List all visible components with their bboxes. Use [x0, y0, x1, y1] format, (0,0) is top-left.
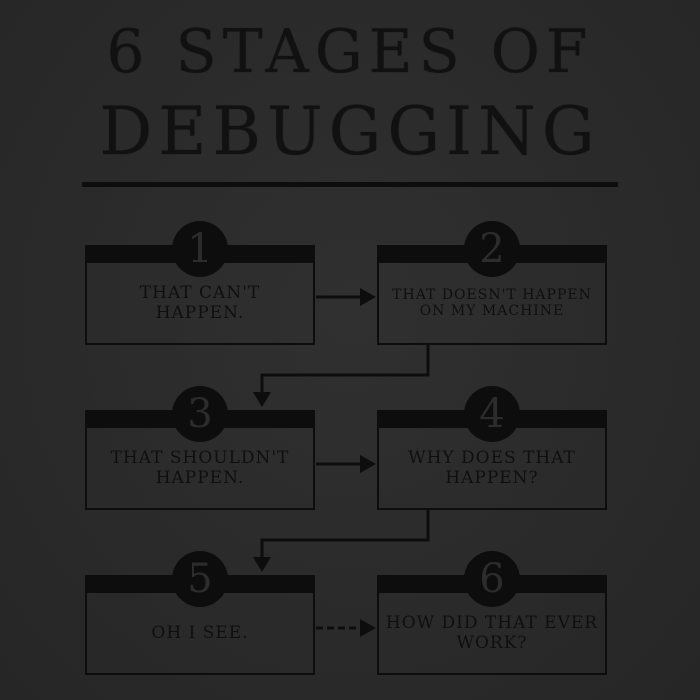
- stage-4-box: 4 WHY DOES THAT HAPPEN?: [377, 386, 607, 510]
- stage-1-badge: 1: [172, 221, 228, 277]
- stage-6-badge: 6: [464, 551, 520, 607]
- stage-2-badge: 2: [464, 221, 520, 277]
- arrow-2-to-3: [260, 345, 430, 394]
- arrowhead-2-to-3: [253, 392, 271, 407]
- stage-6-number: 6: [479, 556, 505, 602]
- arrow-4-to-5: [260, 510, 430, 559]
- title-divider: [82, 182, 618, 187]
- stage-5-number: 5: [187, 556, 213, 602]
- stage-4-badge: 4: [464, 386, 520, 442]
- stage-3-text: THAT SHOULDN'T HAPPEN.: [110, 448, 290, 488]
- stage-1-box: 1 THAT CAN'T HAPPEN.: [85, 221, 315, 345]
- stage-4-number: 4: [479, 391, 505, 437]
- stage-6-text: HOW DID THAT EVER WORK?: [385, 613, 599, 653]
- arrowhead-3-to-4: [360, 455, 376, 473]
- stage-1-text: THAT CAN'T HAPPEN.: [139, 283, 261, 323]
- stage-2-text: THAT DOESN'T HAPPEN ON MY MACHINE: [392, 287, 592, 319]
- stage-2-box: 2 THAT DOESN'T HAPPEN ON MY MACHINE: [377, 221, 607, 345]
- stage-2-number: 2: [479, 226, 505, 272]
- stage-5-badge: 5: [172, 551, 228, 607]
- stage-3-badge: 3: [172, 386, 228, 442]
- arrowhead-1-to-2: [360, 288, 376, 306]
- stage-3-box: 3 THAT SHOULDN'T HAPPEN.: [85, 386, 315, 510]
- stage-1-number: 1: [187, 226, 213, 272]
- stage-4-text: WHY DOES THAT HAPPEN?: [408, 448, 576, 488]
- title-line-2: DEBUGGING: [99, 93, 601, 170]
- stage-5-text: OH I SEE.: [151, 623, 249, 643]
- title-line-1: 6 STAGES OF: [106, 17, 594, 87]
- stage-5-box: 5 OH I SEE.: [85, 551, 315, 675]
- arrowhead-5-to-6: [360, 619, 376, 637]
- stage-3-number: 3: [187, 391, 213, 437]
- arrowhead-4-to-5: [253, 557, 271, 572]
- stage-6-box: 6 HOW DID THAT EVER WORK?: [377, 551, 607, 675]
